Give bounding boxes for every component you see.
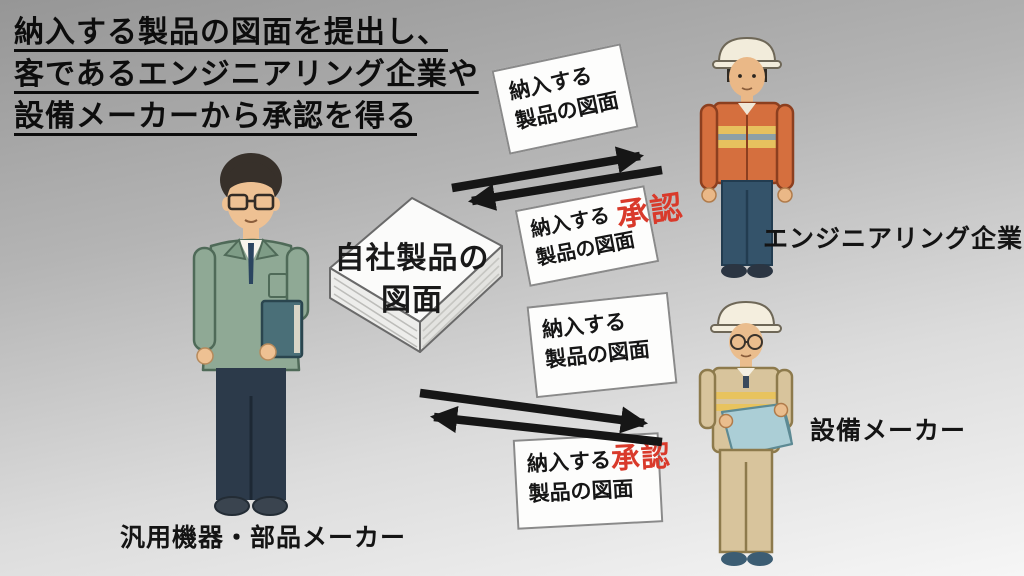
flow-label-submit-top: 納入する 製品の図面 [491, 43, 639, 155]
blueprint-icon [720, 402, 794, 459]
approval-stamp-bottom: 承認 [610, 440, 672, 476]
arrow-submit-to-engineering [451, 146, 645, 193]
title-line-3: 設備メーカーから承認を得る [14, 100, 417, 133]
title-line-1: 納入する製品の図面を提出し、 [14, 16, 448, 49]
glasses-icon [227, 193, 275, 211]
equipment-maker-label: 設備メーカー [810, 417, 967, 445]
flow-label-text: 納入する承認 [526, 441, 671, 480]
supplier-label: 汎用機器・部品メーカー [119, 524, 406, 552]
engineering-person-illustration [699, 36, 795, 278]
flow-label-text: 納入する [526, 448, 612, 477]
glasses-icon [730, 334, 763, 350]
arrow-submit-to-equipment [419, 388, 649, 434]
approval-stamp-top: 承認 [614, 188, 687, 234]
engineering-company-label: エンジニアリング企業 [763, 225, 1024, 253]
caption-line: 図面 [381, 284, 443, 317]
flow-label-submit-bottom: 納入する 製品の図面 [526, 291, 678, 399]
supplier-person-illustration [192, 153, 310, 516]
flow-label-return-bottom: 納入する承認 製品の図面 [512, 432, 672, 530]
caption-line: 自社製品の [334, 242, 490, 275]
helmet-icon [712, 36, 782, 69]
own-product-drawings-caption: 自社製品の 図面 [322, 238, 502, 322]
title-line-2: 客であるエンジニアリング企業や [14, 58, 479, 91]
notebook-icon [260, 299, 304, 359]
equipment-person-illustration [698, 300, 794, 566]
flow-label-text: 製品の図面 [528, 477, 635, 507]
page-title: 納入する製品の図面を提出し、 客であるエンジニアリング企業や 設備メーカーから承… [14, 12, 479, 138]
